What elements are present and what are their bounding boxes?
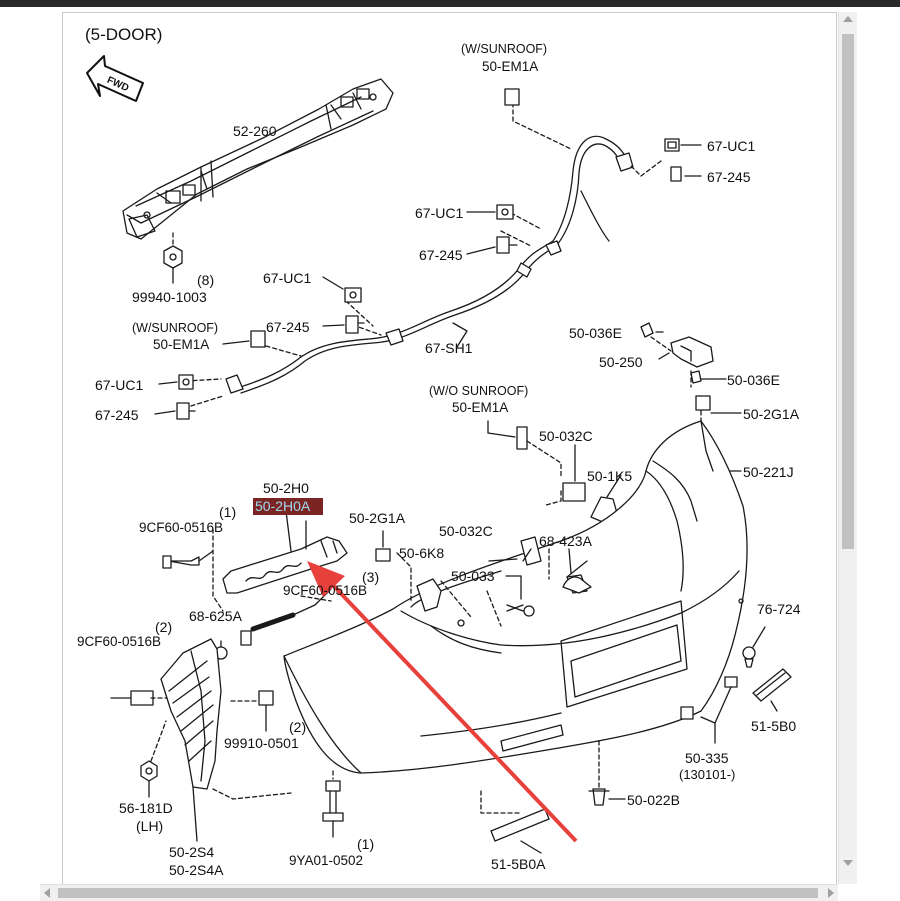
label-9ya01-0502: 9YA01-0502 — [289, 853, 363, 868]
label-68-423a: 68-423A — [539, 533, 593, 549]
screw-icon — [506, 604, 535, 617]
label-67-uc1-left-hi: 67-UC1 — [263, 270, 311, 286]
label-50-em1a-left: 50-EM1A — [153, 337, 209, 352]
label-sunroof-note-left: (W/SUNROOF) — [132, 321, 218, 335]
label-99940-qty: (8) — [197, 272, 214, 288]
scroll-right-arrow-icon[interactable] — [828, 888, 834, 898]
label-67-245-left-lo: 67-245 — [95, 407, 139, 423]
push-clip-icon — [588, 788, 610, 806]
label-67-245-r1: 67-245 — [707, 169, 751, 185]
bolt-icon — [240, 612, 296, 646]
reflector-right — [752, 668, 792, 702]
scroll-down-arrow-icon[interactable] — [843, 860, 853, 866]
label-50-250: 50-250 — [599, 354, 643, 370]
reflector-left — [490, 808, 550, 842]
label-76-724: 76-724 — [757, 601, 801, 617]
bolt-icon — [322, 780, 344, 822]
label-9cf60-1: 9CF60-0516B — [139, 520, 223, 535]
label-67-uc1-r1: 67-UC1 — [707, 138, 755, 154]
label-9cf60-2: 9CF60-0516B — [77, 634, 161, 649]
window-top-bar — [0, 0, 900, 7]
label-50-2h0a: 50-2H0A — [255, 498, 311, 514]
parts-diagram: (5-DOOR) FWD (W/SUNROOF) 50-EM1A 67-UC1 … — [77, 25, 801, 878]
label-67-245-mid: 67-245 — [419, 247, 463, 263]
nut-icon — [163, 245, 183, 269]
diagram-header: (5-DOOR) — [85, 25, 162, 44]
scroll-up-arrow-icon[interactable] — [843, 16, 853, 22]
label-sunroof-note-top: (W/SUNROOF) — [461, 42, 547, 56]
label-67-sh1: 67-SH1 — [425, 340, 473, 356]
horizontal-scroll-thumb[interactable] — [58, 888, 818, 898]
label-50-1k5: 50-1K5 — [587, 468, 632, 484]
label-lh: (LH) — [136, 818, 163, 834]
label-9cf60-3: 9CF60-0516B — [283, 583, 367, 598]
label-50-em1a-top: 50-EM1A — [482, 59, 538, 74]
label-50-032c-a: 50-032C — [539, 428, 593, 444]
image-viewer-frame: (5-DOOR) FWD (W/SUNROOF) 50-EM1A 67-UC1 … — [62, 12, 837, 886]
label-wo-sunroof-note: (W/O SUNROOF) — [429, 384, 528, 398]
label-50-2g1a-right: 50-2G1A — [743, 406, 800, 422]
label-50-022b: 50-022B — [627, 792, 680, 808]
side-bracket — [160, 638, 222, 790]
label-bolt-qty-3: (3) — [362, 569, 379, 585]
label-bolt-qty-2: (2) — [155, 619, 172, 635]
horizontal-scrollbar[interactable] — [40, 884, 838, 901]
annotation-arrow — [307, 561, 578, 843]
label-50-2s4: 50-2S4 — [169, 844, 214, 860]
label-50-2g1a-mid: 50-2G1A — [349, 510, 406, 526]
rear-bumper-cover — [283, 420, 748, 774]
label-50-2h0: 50-2H0 — [263, 480, 309, 496]
label-56-181d: 56-181D — [119, 800, 173, 816]
label-51-5b0: 51-5B0 — [751, 718, 796, 734]
label-50-036e-top: 50-036E — [569, 325, 622, 341]
label-67-uc1-left-lo: 67-UC1 — [95, 377, 143, 393]
bumper-bracket-left — [222, 536, 348, 594]
bumper-bracket-right — [640, 322, 714, 411]
label-52-260: 52-260 — [233, 123, 277, 139]
label-99910-0501: 99910-0501 — [224, 735, 299, 751]
label-50-033: 50-033 — [451, 568, 495, 584]
part-number-highlight — [253, 498, 323, 515]
label-99910-qty: (2) — [289, 719, 306, 735]
label-50-em1a-mid: 50-EM1A — [452, 400, 508, 415]
label-50-2s4a: 50-2S4A — [169, 862, 224, 878]
nut-icon — [140, 760, 158, 782]
vertical-scroll-thumb[interactable] — [842, 34, 854, 549]
label-67-uc1-mid: 67-UC1 — [415, 205, 463, 221]
reinforcement-beam — [122, 78, 394, 240]
label-51-5b0a: 51-5B0A — [491, 856, 546, 872]
label-50-032c-b: 50-032C — [439, 523, 493, 539]
label-50-036e-bot: 50-036E — [727, 372, 780, 388]
label-bolt-0502-qty: (1) — [357, 836, 374, 852]
label-bolt-qty-1: (1) — [219, 504, 236, 520]
hose-clip-icon — [176, 88, 682, 420]
grommet-icon — [742, 646, 756, 668]
label-50-335: 50-335 — [685, 750, 729, 766]
fwd-arrow-icon — [86, 55, 144, 102]
label-99940-1003: 99940-1003 — [132, 289, 207, 305]
vertical-scrollbar[interactable] — [838, 12, 857, 884]
label-68-625a: 68-625A — [189, 608, 243, 624]
bolt-icon — [162, 550, 214, 569]
label-50-335-date: (130101-) — [679, 767, 735, 782]
scroll-left-arrow-icon[interactable] — [44, 888, 50, 898]
label-50-221j: 50-221J — [743, 464, 794, 480]
label-67-245-left-hi: 67-245 — [266, 319, 310, 335]
label-50-6k8: 50-6K8 — [399, 545, 444, 561]
drain-hose — [225, 135, 634, 394]
